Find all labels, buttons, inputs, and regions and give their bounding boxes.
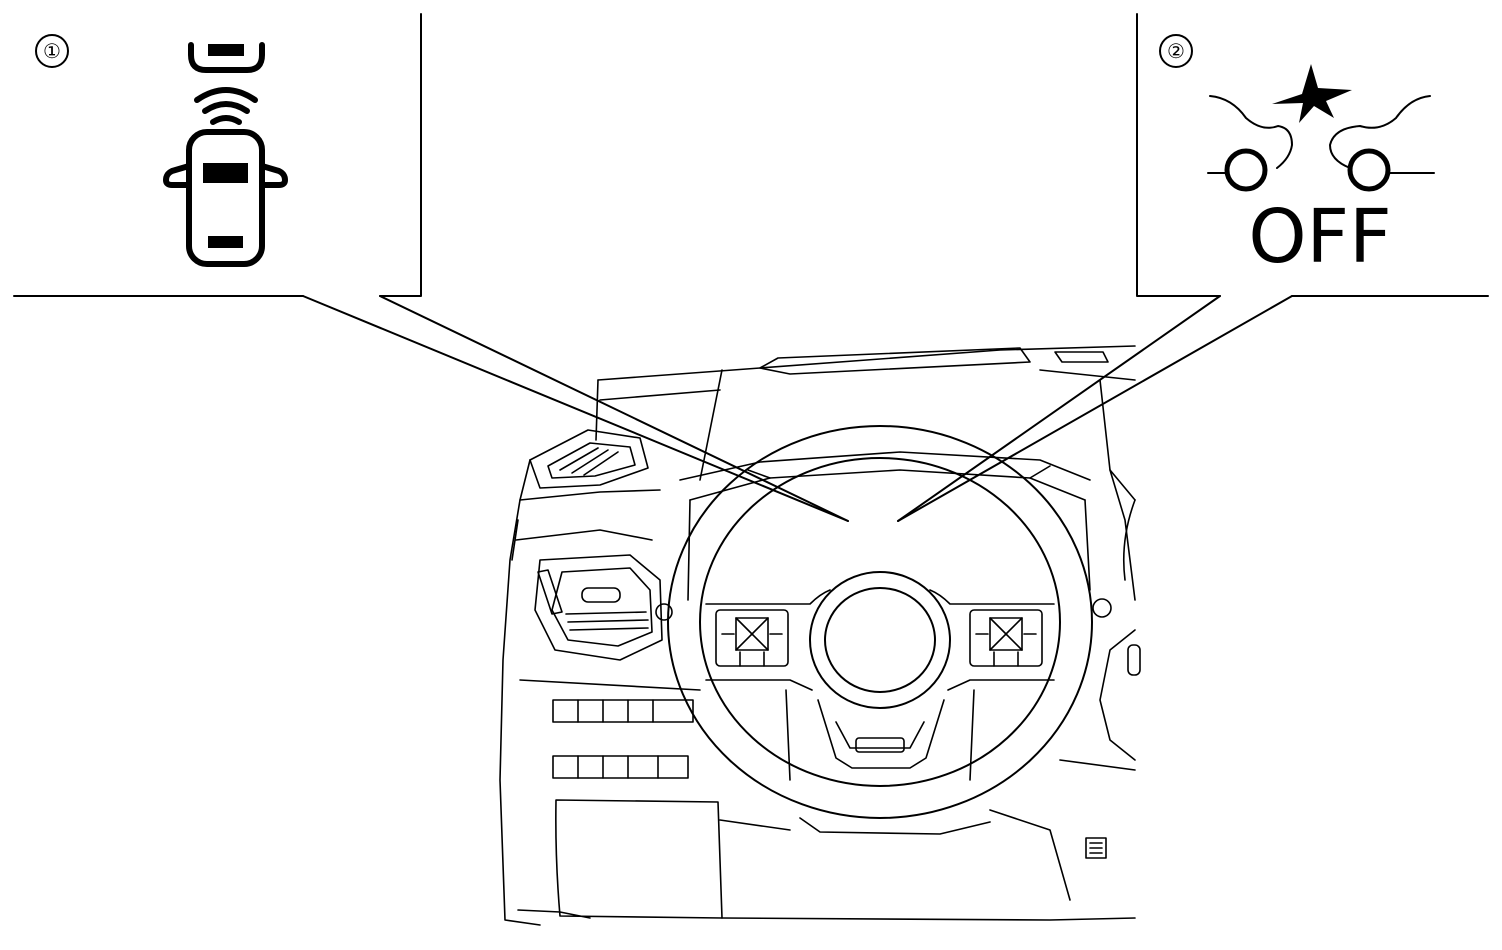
- steering-wheel: [667, 425, 1093, 835]
- collision-warning-off-label: OFF: [1248, 194, 1391, 280]
- callout-2-marker: ②: [1159, 34, 1193, 68]
- collision-warning-off-icon: OFF: [1207, 64, 1435, 280]
- callout-2-marker-text: ②: [1167, 39, 1185, 63]
- dashboard: [499, 345, 1141, 926]
- callout-1-frame: [13, 13, 849, 522]
- callout-1-marker: ①: [35, 34, 69, 68]
- callout-1-marker-text: ①: [43, 39, 61, 63]
- parking-sensor-icon: [163, 42, 288, 267]
- right-spoke-switches: [969, 609, 1043, 667]
- callout-2-frame: [897, 13, 1489, 522]
- left-spoke-switches: [715, 609, 789, 667]
- switch-bank: [552, 699, 694, 779]
